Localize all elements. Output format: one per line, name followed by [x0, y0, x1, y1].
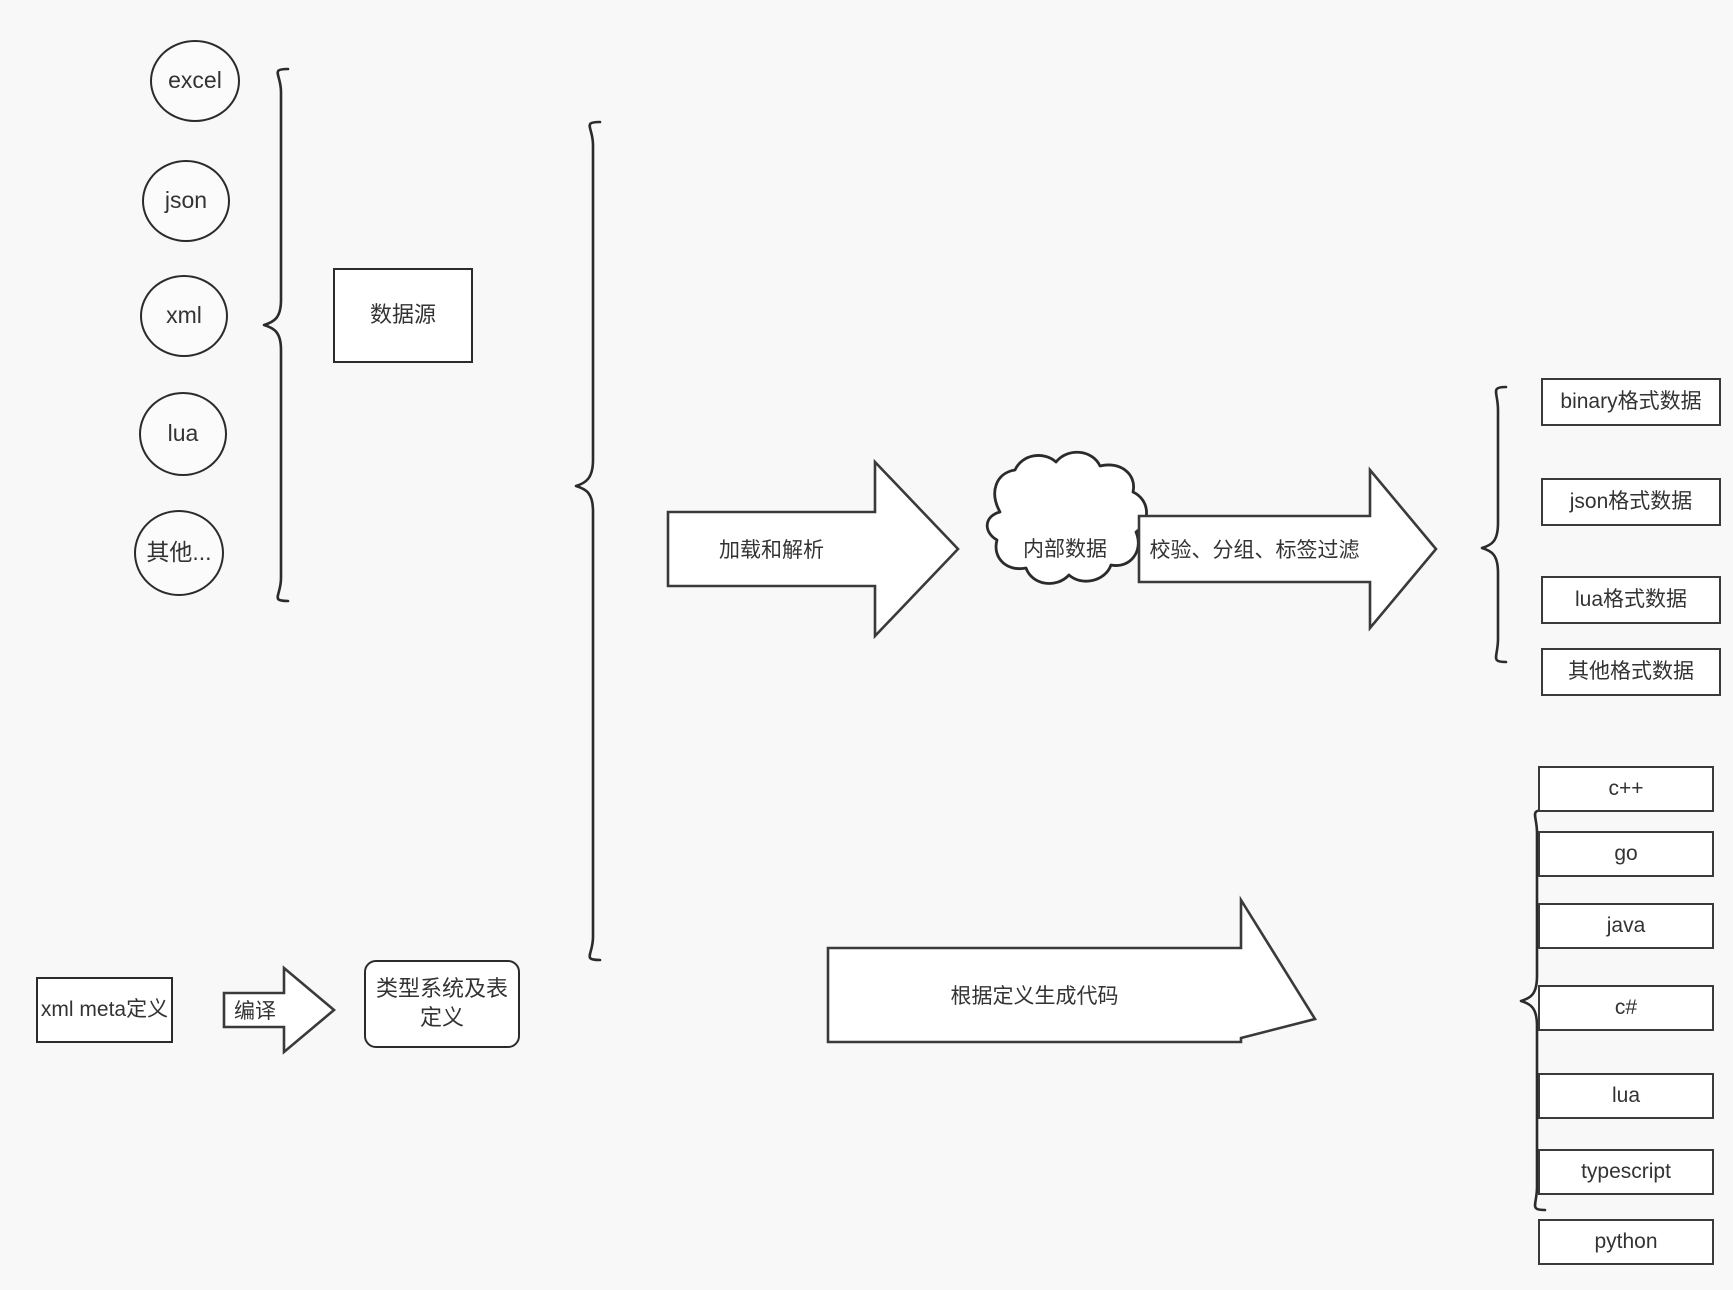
- output-format-label: 其他格式数据: [1568, 660, 1694, 684]
- source-label: 其他...: [146, 539, 212, 566]
- source-node-lua[interactable]: lua: [139, 392, 227, 476]
- code-target-label: c++: [1608, 777, 1644, 801]
- output-format-label: binary格式数据: [1560, 390, 1702, 414]
- source-label: excel: [168, 67, 222, 94]
- internal-data-label: 内部数据: [995, 508, 1135, 588]
- source-node-xml[interactable]: xml: [140, 275, 228, 357]
- code-target-csharp[interactable]: c#: [1538, 985, 1714, 1031]
- code-target-typescript[interactable]: typescript: [1538, 1149, 1714, 1195]
- internal-data-text: 内部数据: [1023, 538, 1107, 561]
- output-format-label: json格式数据: [1569, 490, 1693, 514]
- xml-meta-label: xml meta定义: [40, 998, 169, 1022]
- codegen-arrow: [826, 895, 1318, 1044]
- source-label: lua: [167, 420, 199, 447]
- load-parse-arrow: [666, 458, 960, 640]
- code-targets-brace: [1519, 808, 1547, 1212]
- source-node-excel[interactable]: excel: [150, 40, 240, 122]
- source-node-json[interactable]: json: [142, 160, 230, 242]
- source-label: json: [164, 187, 208, 214]
- output-format-lua[interactable]: lua格式数据: [1541, 576, 1721, 624]
- code-target-lua[interactable]: lua: [1538, 1073, 1714, 1119]
- type-system-box[interactable]: 类型系统及表定义: [364, 960, 520, 1048]
- data-source-label: 数据源: [369, 302, 436, 328]
- data-source-box[interactable]: 数据源: [333, 268, 473, 363]
- code-target-label: python: [1594, 1230, 1658, 1254]
- data-formats-brace: [1480, 385, 1508, 664]
- code-target-label: java: [1606, 914, 1646, 938]
- internal-data-cloud: [985, 450, 1148, 585]
- code-target-label: lua: [1611, 1084, 1641, 1108]
- code-target-go[interactable]: go: [1538, 831, 1714, 877]
- output-format-json[interactable]: json格式数据: [1541, 478, 1721, 526]
- xml-meta-definition-box[interactable]: xml meta定义: [36, 977, 173, 1043]
- code-target-label: go: [1614, 842, 1638, 866]
- output-format-binary[interactable]: binary格式数据: [1541, 378, 1721, 426]
- source-label: xml: [166, 302, 202, 329]
- output-format-other[interactable]: 其他格式数据: [1541, 648, 1721, 696]
- compile-arrow: [222, 965, 337, 1055]
- code-target-cpp[interactable]: c++: [1538, 766, 1714, 812]
- output-format-label: lua格式数据: [1574, 588, 1688, 612]
- source-node-other[interactable]: 其他...: [134, 510, 224, 596]
- code-target-python[interactable]: python: [1538, 1219, 1714, 1265]
- code-target-java[interactable]: java: [1538, 903, 1714, 949]
- code-target-label: typescript: [1581, 1160, 1671, 1184]
- code-target-label: c#: [1614, 996, 1638, 1020]
- sources-brace: [262, 67, 290, 603]
- type-system-label: 类型系统及表定义: [375, 976, 508, 1030]
- pipeline-input-brace: [574, 120, 602, 962]
- filter-arrow: [1137, 466, 1438, 632]
